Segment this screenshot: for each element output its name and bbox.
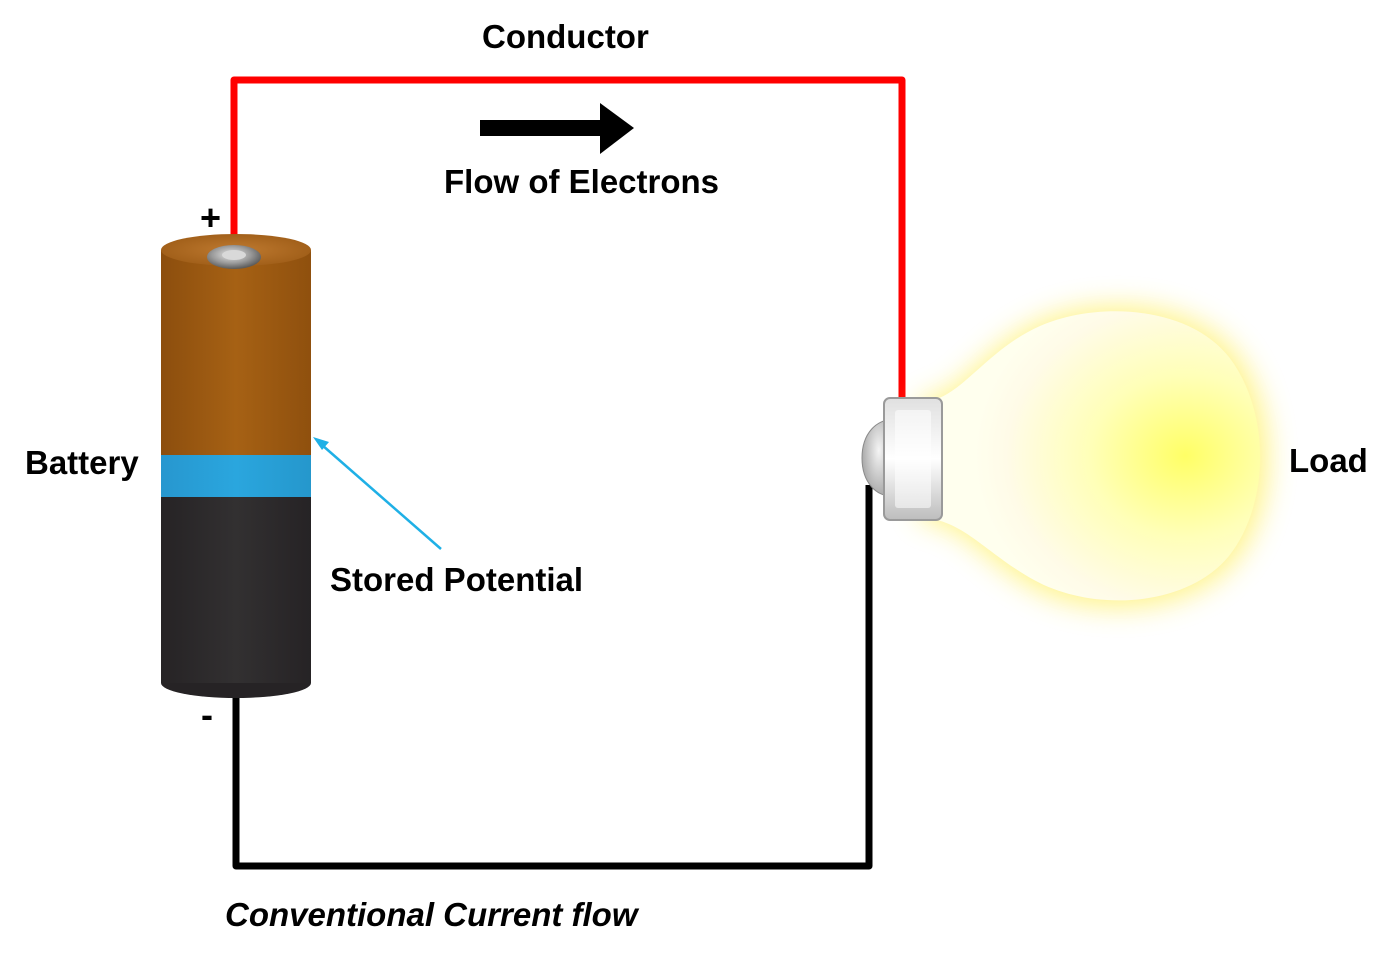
load-label: Load	[1289, 442, 1368, 479]
positive-terminal-label: +	[200, 197, 222, 238]
battery-label: Battery	[25, 444, 139, 481]
conductor-wire	[230, 76, 906, 400]
negative-terminal-label: -	[201, 694, 213, 735]
conventional-current-label: Conventional Current flow	[225, 896, 638, 933]
return-wire	[232, 485, 873, 870]
right-arrow-icon	[480, 103, 634, 154]
stored-potential-label: Stored Potential	[330, 561, 584, 598]
flow-of-electrons-label: Flow of Electrons	[444, 163, 720, 200]
battery-icon	[161, 234, 311, 698]
stored-potential-pointer	[313, 437, 442, 550]
conductor-label: Conductor	[482, 18, 649, 55]
light-bulb-icon	[861, 306, 1268, 608]
